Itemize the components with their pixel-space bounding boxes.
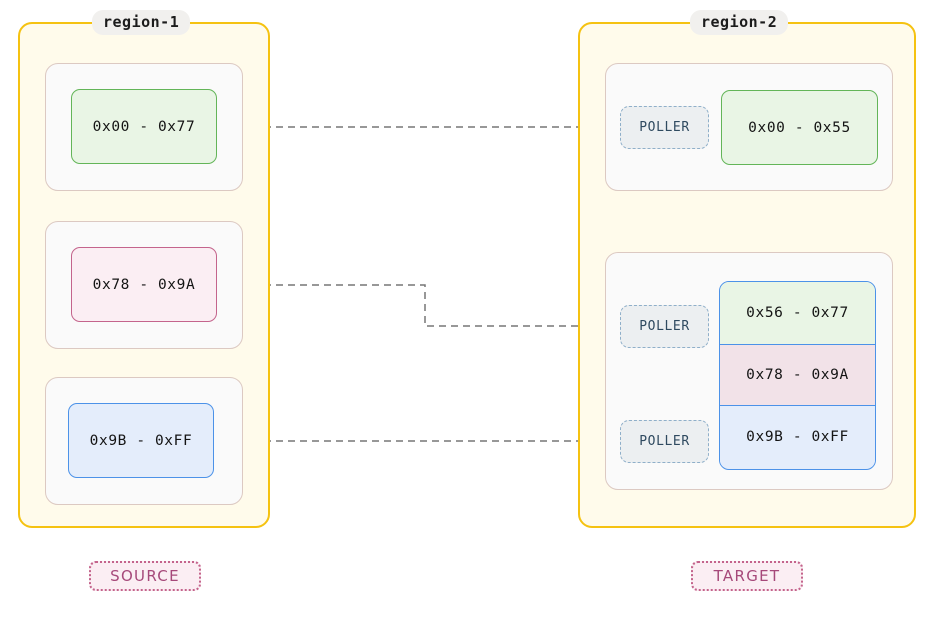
source-range-2[interactable]: 0x9B - 0xFF (68, 403, 214, 478)
target-range-top[interactable]: 0x00 - 0x55 (721, 90, 878, 165)
source-caption-badge: SOURCE (89, 561, 201, 591)
target-caption-badge: TARGET (691, 561, 803, 591)
region-2-label: region-2 (690, 10, 789, 35)
poller-3[interactable]: POLLER (620, 420, 709, 463)
source-range-0[interactable]: 0x00 - 0x77 (71, 89, 217, 164)
target-stack-seg-1[interactable]: 0x78 - 0x9A (720, 345, 875, 406)
source-range-1[interactable]: 0x78 - 0x9A (71, 247, 217, 322)
target-stack-seg-2[interactable]: 0x9B - 0xFF (720, 406, 875, 467)
region-1-label: region-1 (92, 10, 191, 35)
target-stack: 0x56 - 0x77 0x78 - 0x9A 0x9B - 0xFF (719, 281, 876, 470)
poller-1[interactable]: POLLER (620, 106, 709, 149)
poller-2[interactable]: POLLER (620, 305, 709, 348)
edge-src1-to-poller2 (216, 284, 615, 331)
target-stack-seg-0[interactable]: 0x56 - 0x77 (720, 282, 875, 345)
